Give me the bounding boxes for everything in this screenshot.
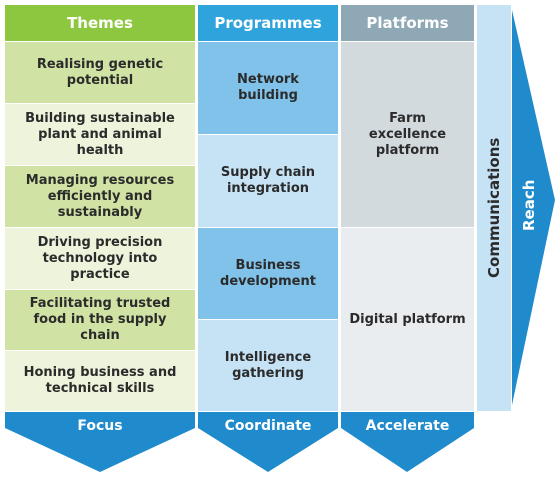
theme-item-3: Managing resources efficiently and susta…: [5, 166, 195, 227]
programmes-header: Programmes: [198, 5, 338, 41]
accelerate-chevron: [341, 412, 474, 472]
focus-label: Focus: [77, 418, 123, 434]
focus-chevron: [5, 412, 195, 472]
coordinate-label: Coordinate: [224, 418, 312, 434]
theme-item-1: Realising genetic potential: [5, 42, 195, 103]
reach-label: Reach: [520, 179, 538, 231]
theme-item-4: Driving precision technology into practi…: [5, 228, 195, 289]
platforms-header: Platforms: [341, 5, 474, 41]
programme-item-2: Supply chain integration: [198, 135, 338, 227]
accelerate-label: Accelerate: [365, 418, 450, 434]
themes-header: Themes: [5, 5, 195, 41]
theme-item-2: Building sustainable plant and animal he…: [5, 104, 195, 165]
communications-band: Communications: [477, 5, 511, 411]
programme-item-4: Intelligence gathering: [198, 320, 338, 411]
programme-item-1: Network building: [198, 42, 338, 134]
theme-item-5: Facilitating trusted food in the supply …: [5, 290, 195, 350]
theme-item-6: Honing business and technical skills: [5, 351, 195, 411]
platform-item-1: Farm excellence platform: [341, 42, 474, 227]
programme-item-3: Business development: [198, 228, 338, 319]
platform-item-2: Digital platform: [341, 228, 474, 411]
coordinate-chevron: [198, 412, 338, 472]
